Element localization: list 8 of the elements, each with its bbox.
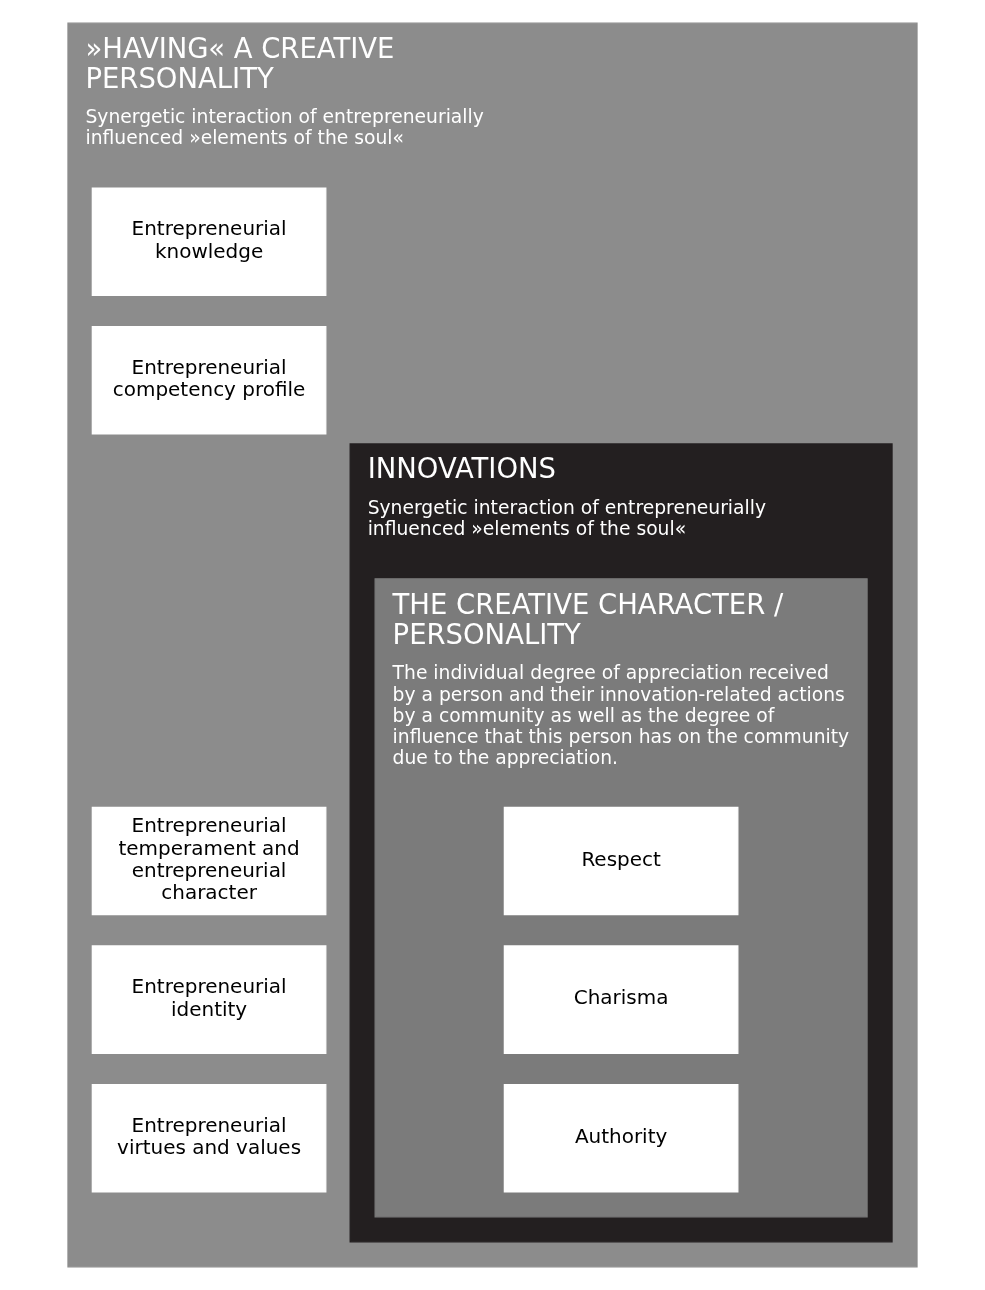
node-box: Entrepreneurial identity xyxy=(91,945,327,1054)
node-box: Respect xyxy=(503,806,739,916)
node-box: Charisma xyxy=(503,945,739,1054)
node-box: Entrepreneurial temperament and entrepreneurial character xyxy=(91,806,327,916)
node-box: Entrepreneurial competency profile xyxy=(91,326,327,435)
node-box: Entrepreneurial virtues and values xyxy=(91,1083,327,1193)
node-box: Entrepreneurial knowledge xyxy=(91,187,327,297)
node-box: Authority xyxy=(503,1083,739,1193)
